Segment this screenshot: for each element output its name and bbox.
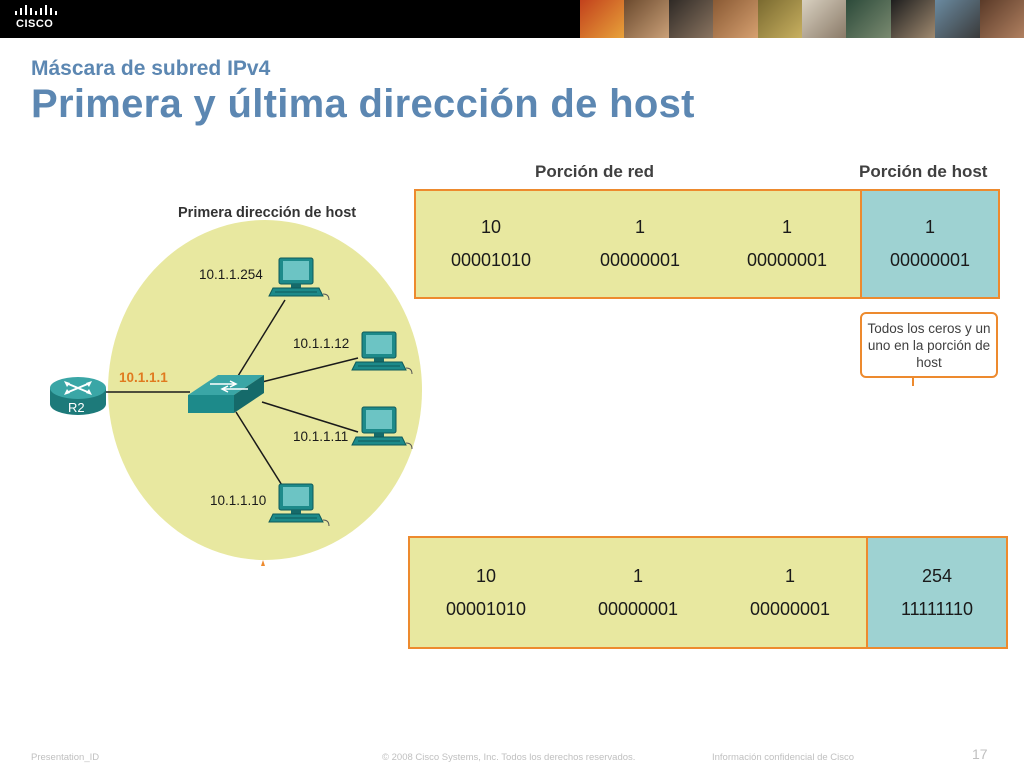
photo-tile: [580, 0, 625, 38]
slide-title: Primera y última dirección de host: [31, 82, 695, 126]
photo-tile: [935, 0, 980, 38]
photo-strip: [580, 0, 1024, 38]
octet-decimal: 1: [634, 217, 645, 237]
circle-tick: [261, 560, 265, 566]
gateway-label: 10.1.1.1: [119, 370, 168, 385]
octet-cell: 1 00000001: [714, 191, 860, 297]
octet-decimal: 254: [921, 565, 953, 586]
host-portion-callout: Todos los ceros y un uno en la porción d…: [860, 312, 998, 378]
cisco-bars-icon: [15, 5, 57, 15]
photo-tile: [802, 0, 847, 38]
callout-pointer: [912, 378, 914, 386]
octet-decimal: 10: [480, 217, 502, 237]
link-host-10: [235, 411, 286, 491]
photo-tile: [979, 0, 1024, 38]
host-octet-cell: 254 11111110: [866, 538, 1006, 647]
photo-tile: [624, 0, 669, 38]
octet-binary: 00001010: [445, 598, 527, 619]
photo-tile: [713, 0, 758, 38]
octet-cell: 1 00000001: [714, 538, 866, 647]
link-host-11: [261, 401, 359, 433]
octet-binary: 00000001: [889, 250, 971, 270]
photo-tile: [890, 0, 936, 38]
slide-subtitle: Máscara de subred IPv4: [31, 57, 271, 80]
footer-confidential: Información confidencial de Cisco: [712, 752, 855, 763]
octet-decimal: 1: [781, 217, 792, 237]
footer-presentation-id: Presentation_ID: [31, 752, 100, 763]
host-label: 10.1.1.11: [293, 429, 348, 444]
photo-tile: [757, 0, 803, 38]
host-label: 10.1.1.254: [199, 267, 263, 282]
octet-binary: 00000001: [597, 598, 679, 619]
lan-circle: [108, 220, 422, 560]
octet-cell: 1 00000001: [562, 538, 714, 647]
host-portion-header: Porción de host: [859, 162, 988, 181]
cisco-logo: CISCO: [14, 5, 64, 33]
octet-decimal: 1: [924, 217, 935, 237]
link-host-254: [237, 299, 286, 377]
first-address-box: 10 00001010 1 00000001 1 00000001 1 0000…: [414, 189, 1000, 299]
octet-binary: 00000001: [749, 598, 831, 619]
octet-binary: 11111110: [900, 598, 974, 619]
photo-tile: [846, 0, 891, 38]
circle-label: Primera dirección de host: [178, 205, 356, 221]
octet-decimal: 10: [475, 565, 497, 586]
logo-text: CISCO: [16, 18, 54, 30]
octet-binary: 00000001: [599, 250, 681, 270]
network-portion-header: Porción de red: [535, 162, 655, 181]
link-host-12: [261, 357, 359, 383]
last-address-box: 10 00001010 1 00000001 1 00000001 254 11…: [408, 536, 1008, 649]
host-octet-cell: 1 00000001: [860, 191, 998, 297]
host-label: 10.1.1.12: [293, 336, 349, 351]
octet-decimal: 1: [632, 565, 643, 586]
photo-tile: [668, 0, 714, 38]
octet-binary: 00001010: [450, 250, 532, 270]
switch-icon: [188, 375, 264, 413]
octet-decimal: 1: [784, 565, 795, 586]
top-banner: CISCO: [0, 0, 1024, 38]
router-icon: [50, 377, 106, 415]
host-label: 10.1.1.10: [210, 493, 266, 508]
octet-cell: 10 00001010: [416, 191, 566, 297]
page-number: 17: [972, 746, 988, 762]
footer-copyright: © 2008 Cisco Systems, Inc. Todos los der…: [382, 752, 636, 763]
octet-cell: 10 00001010: [410, 538, 562, 647]
octet-binary: 00000001: [746, 250, 828, 270]
octet-cell: 1 00000001: [566, 191, 714, 297]
router-label: R2: [68, 400, 85, 415]
